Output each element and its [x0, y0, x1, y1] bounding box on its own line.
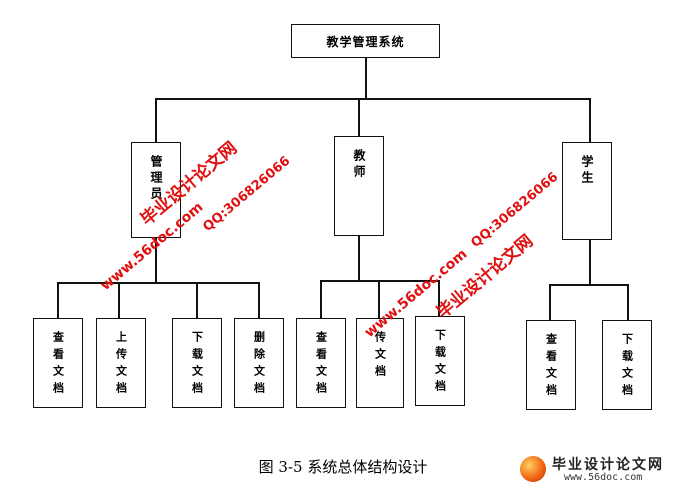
- admin-node-label: 管理员: [149, 155, 163, 203]
- teacher-leaf-download-label: 下载文档: [433, 329, 447, 397]
- teacher-node-label: 教师: [352, 149, 366, 181]
- student-leaf-view: 查看文档: [526, 320, 576, 410]
- student-node-label: 学生: [580, 155, 594, 187]
- logo-title: 毕业设计论文网: [552, 457, 664, 473]
- teacher-leaf-view-label: 查看文档: [314, 331, 328, 399]
- teacher-leaf-view: 查看文档: [296, 318, 346, 408]
- root-node-label: 教学管理系统: [326, 34, 405, 49]
- student-up-line: [589, 98, 591, 142]
- student-bus-line: [549, 284, 629, 286]
- admin-up-line: [155, 98, 157, 142]
- figure-caption: 图 3-5 系统总体结构设计: [258, 458, 428, 476]
- watermark-site-name-2: 毕业设计论文网: [433, 231, 538, 323]
- student-node: 学生: [562, 142, 612, 240]
- root-node: 教学管理系统: [291, 24, 440, 58]
- admin-leaf4-line: [258, 282, 260, 318]
- admin-leaf-delete-label: 删除文档: [252, 331, 266, 399]
- admin-down-line: [155, 238, 157, 283]
- teacher-down-line: [358, 236, 360, 281]
- admin-leaf-view-label: 查看文档: [51, 331, 65, 399]
- teacher-leaf3-line: [438, 280, 440, 316]
- student-leaf-download: 下载文档: [602, 320, 652, 410]
- teacher-leaf-upload-label: 传文档: [373, 331, 387, 382]
- teacher-bus-line: [320, 280, 440, 282]
- logo-url: www.56doc.com: [564, 472, 643, 483]
- teacher-leaf1-line: [320, 280, 322, 318]
- admin-bus-line: [57, 282, 260, 284]
- admin-leaf-view: 查看文档: [33, 318, 83, 408]
- teacher-leaf-download: 下载文档: [415, 316, 465, 406]
- top-bus-line: [155, 98, 591, 100]
- student-leaf1-line: [549, 284, 551, 320]
- watermark-qq-2: QQ:306826066: [468, 169, 562, 251]
- teacher-up-line: [358, 98, 360, 136]
- root-down-line: [365, 58, 367, 99]
- teacher-leaf-upload: 传文档: [356, 318, 404, 408]
- admin-leaf-download-label: 下载文档: [190, 331, 204, 399]
- admin-leaf-upload: 上传文档: [96, 318, 146, 408]
- teacher-node: 教师: [334, 136, 384, 236]
- watermark-qq: QQ:306826066: [200, 153, 294, 235]
- student-leaf2-line: [627, 284, 629, 320]
- student-down-line: [589, 240, 591, 285]
- site-logo: 毕业设计论文网 www.56doc.com: [520, 452, 680, 486]
- admin-node: 管理员: [131, 142, 181, 238]
- admin-leaf1-line: [57, 282, 59, 318]
- student-leaf-download-label: 下载文档: [620, 333, 634, 401]
- admin-leaf-upload-label: 上传文档: [114, 331, 128, 399]
- admin-leaf2-line: [118, 282, 120, 318]
- teacher-leaf2-line: [378, 280, 380, 318]
- admin-leaf3-line: [196, 282, 198, 318]
- admin-leaf-download: 下载文档: [172, 318, 222, 408]
- admin-leaf-delete: 删除文档: [234, 318, 284, 408]
- logo-ball-icon: [520, 456, 546, 482]
- student-leaf-view-label: 查看文档: [544, 333, 558, 401]
